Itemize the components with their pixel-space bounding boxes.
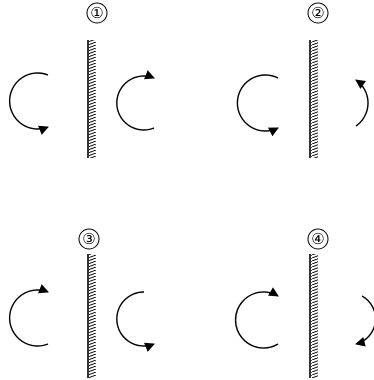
panel-2: ② <box>236 2 369 158</box>
image-rotation-arrow-3 <box>116 291 155 352</box>
panel-3: ③ <box>8 228 155 378</box>
panel-4-label: ④ <box>311 230 324 248</box>
object-rotation-arrow-4 <box>234 287 279 349</box>
panel-4-label-circle <box>307 228 329 250</box>
panel-4: ④ <box>234 228 374 378</box>
mirror-3-hatching <box>89 254 96 378</box>
mirror-4-hatching <box>311 254 318 378</box>
panel-1: ① <box>8 2 155 158</box>
panel-2-label-circle <box>307 2 329 24</box>
panel-2-label: ② <box>311 4 324 22</box>
mirror-1-hatching <box>89 40 96 158</box>
image-rotation-arrow-2 <box>355 79 369 127</box>
object-rotation-arrow-2 <box>236 74 279 137</box>
image-rotation-arrow-1 <box>116 70 155 131</box>
image-rotation-arrow-4 <box>355 295 374 347</box>
object-rotation-arrow-1 <box>8 72 49 135</box>
mirror-2-hatching <box>311 40 318 158</box>
object-rotation-arrow-3 <box>8 284 49 347</box>
panel-3-label-circle <box>78 228 100 250</box>
panel-3-label: ③ <box>82 230 95 248</box>
panel-1-label-circle <box>86 2 108 24</box>
panel-1-label: ① <box>90 4 103 22</box>
